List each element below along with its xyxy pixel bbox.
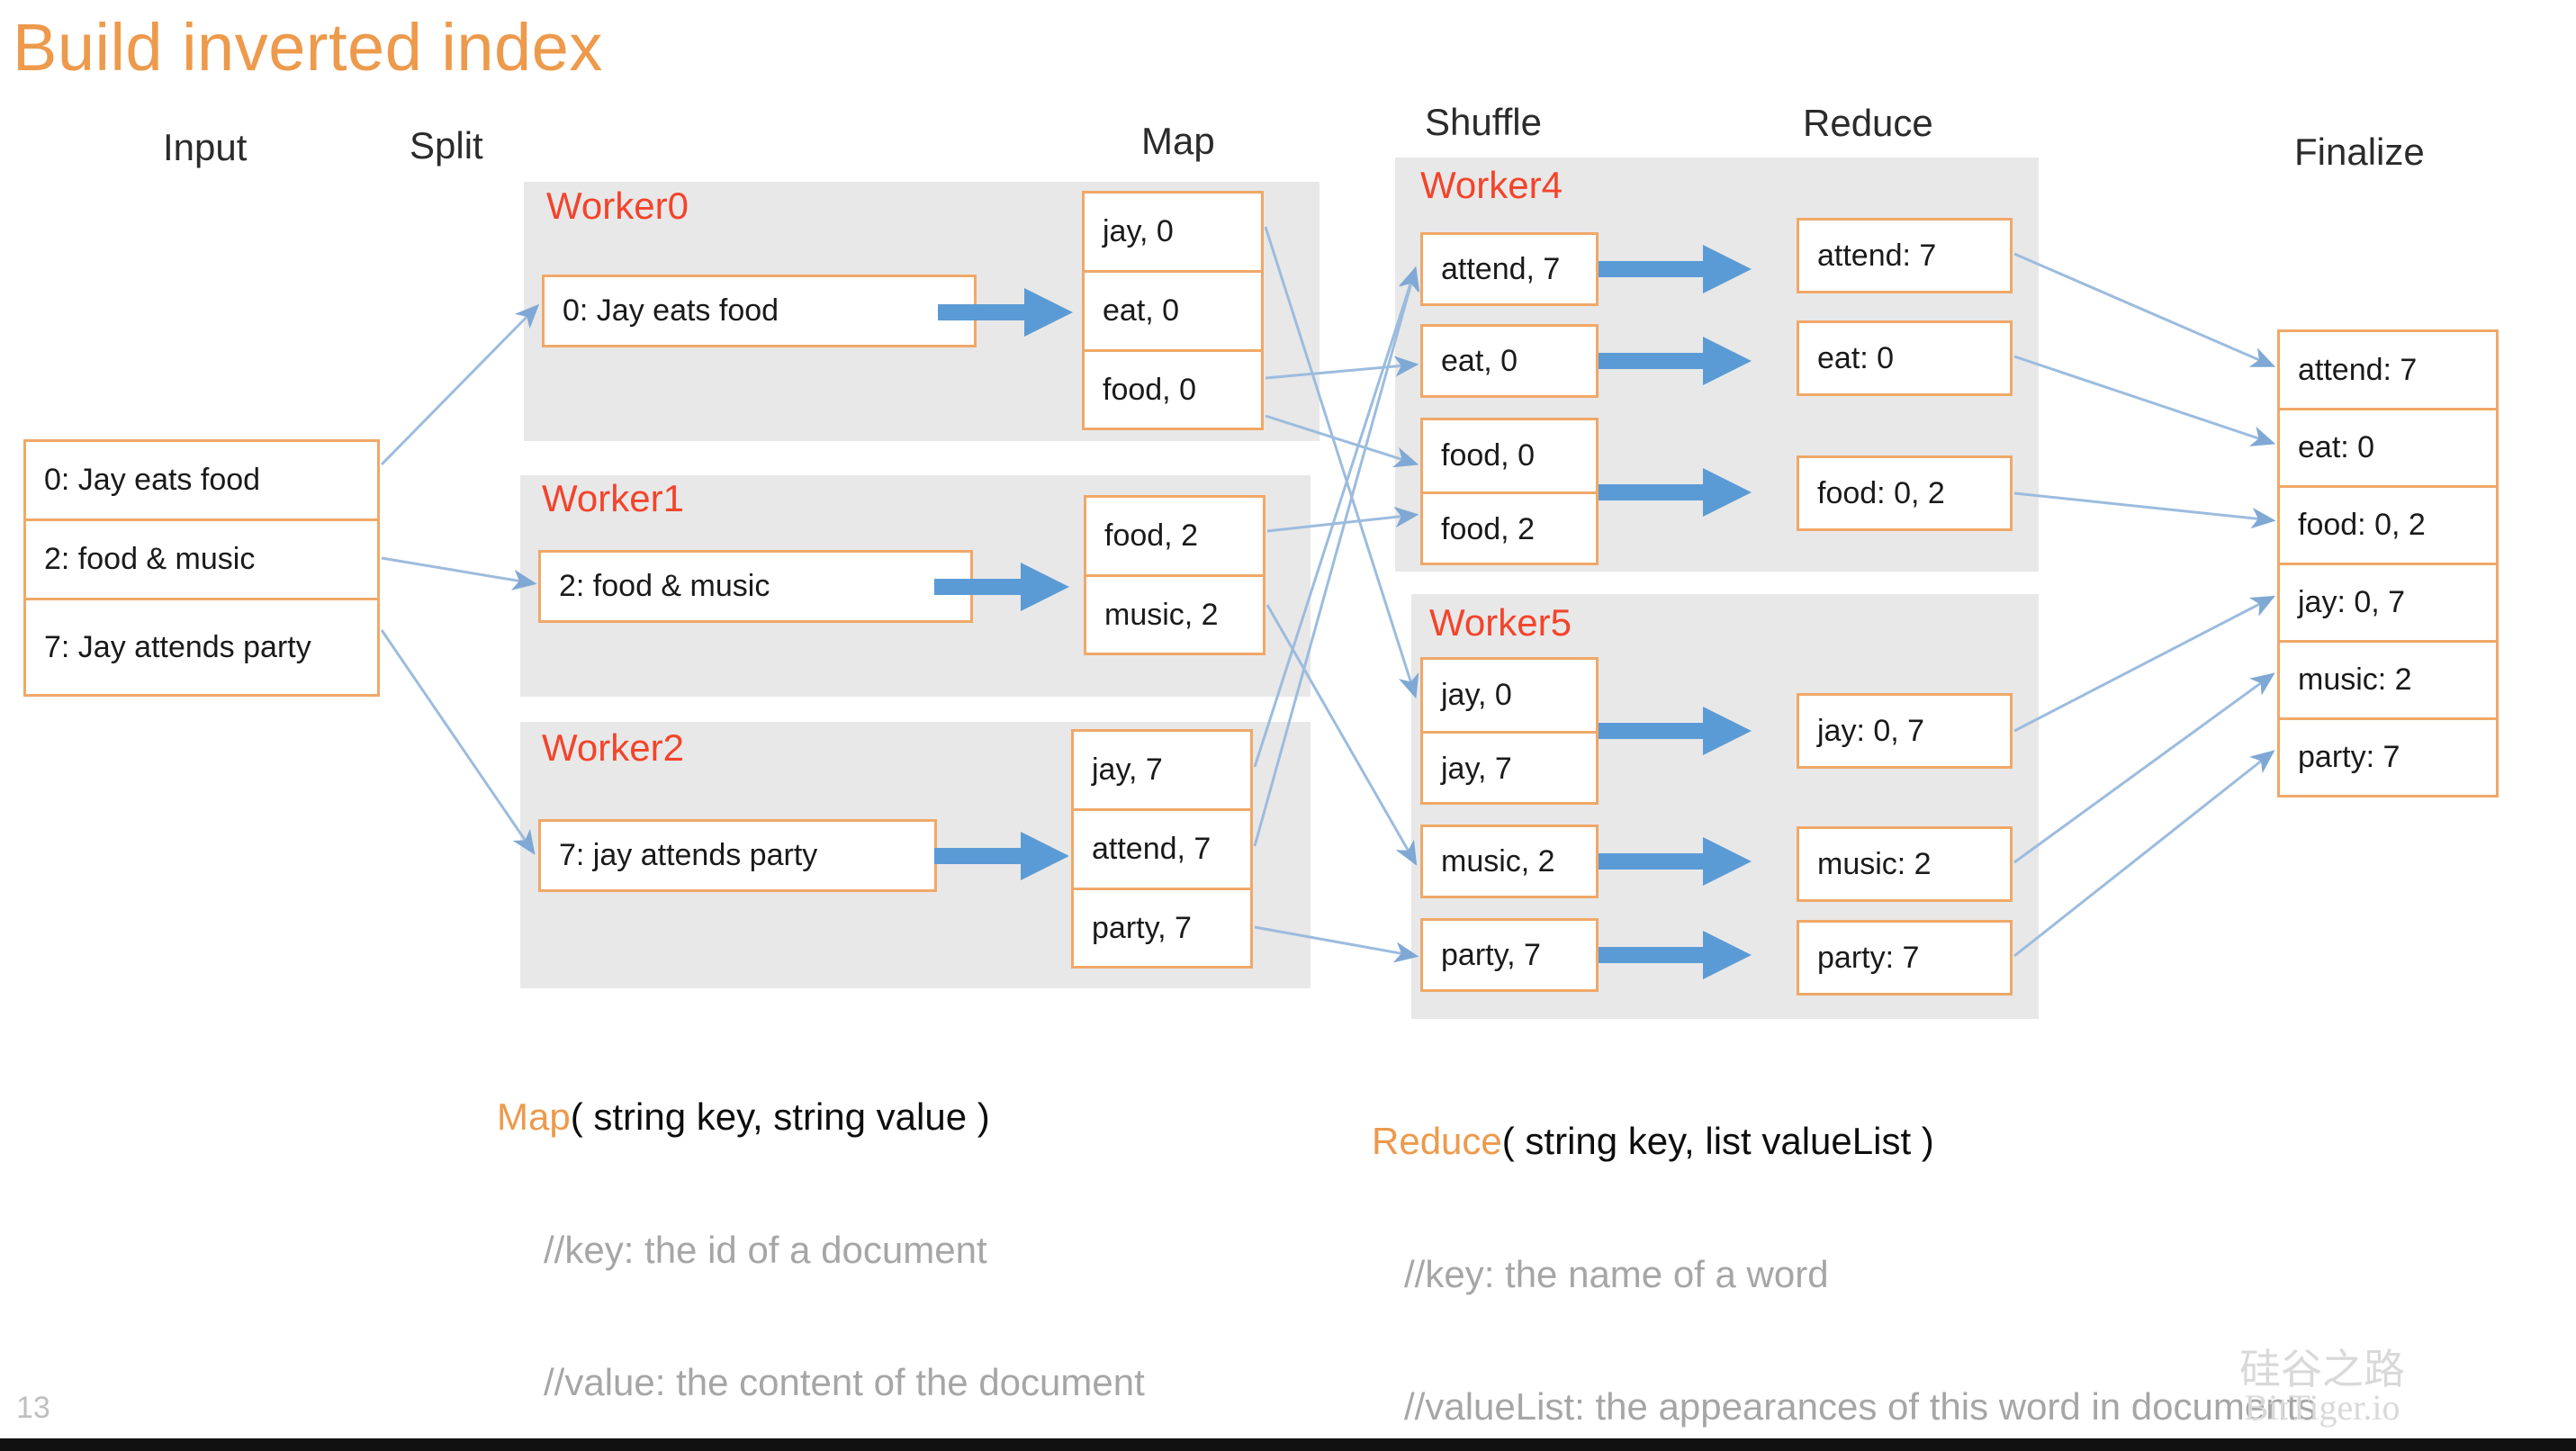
input-document-row[interactable]: 0: Jay eats food	[26, 442, 377, 521]
map-output-pair[interactable]: eat, 0	[1085, 273, 1261, 352]
map-output-stack-worker0: jay, 0 eat, 0 food, 0	[1082, 191, 1264, 430]
column-header-shuffle: Shuffle	[1425, 101, 1542, 143]
shuffle-pair-worker4[interactable]: food, 2	[1441, 511, 1535, 546]
connector-input1-worker1	[381, 556, 537, 590]
connector-eat-to-finalize	[2013, 355, 2276, 446]
shuffle-pair-worker5[interactable]: jay, 7	[1441, 751, 1512, 786]
column-header-split: Split	[410, 124, 483, 167]
watermark-brand: BitTiger.io	[2244, 1387, 2400, 1428]
column-header-input: Input	[163, 126, 248, 168]
split-doc-worker1[interactable]: 2: food & music	[538, 550, 973, 623]
map-pseudocode-signature: Map( string key, string value )	[497, 1095, 1145, 1139]
map-comment-key: //key: the id of a document	[544, 1228, 987, 1271]
connector-input2-worker2	[380, 629, 536, 855]
worker-label-worker5: Worker5	[1429, 601, 1572, 644]
map-output-pair[interactable]: party, 7	[1092, 910, 1192, 945]
connector-party-to-finalize	[2013, 750, 2275, 958]
column-header-reduce: Reduce	[1803, 102, 1933, 144]
shuffle-pair-worker5[interactable]: music, 2	[1420, 825, 1599, 898]
connector-food-to-finalize	[2013, 491, 2276, 529]
map-output-pair[interactable]: music, 2	[1104, 597, 1219, 632]
reduce-comment-key: //key: the name of a word	[1404, 1252, 1829, 1295]
finalize-entry[interactable]: party: 7	[2298, 740, 2400, 774]
connector-music-to-finalize	[2013, 672, 2275, 864]
reduce-pseudocode-signature: Reduce( string key, list valueList )	[1372, 1119, 2316, 1163]
map-signature-args: ( string key, string value )	[570, 1095, 990, 1139]
split-doc-worker2[interactable]: 7: jay attends party	[538, 819, 937, 892]
page-title: Build inverted index	[13, 10, 603, 85]
reduce-result-food[interactable]: food: 0, 2	[1797, 455, 2013, 531]
worker-label-worker1: Worker1	[542, 477, 684, 519]
finalize-index-stack: attend: 7 eat: 0 food: 0, 2 jay: 0, 7 mu…	[2277, 329, 2499, 798]
input-document-row[interactable]: 2: food & music	[26, 521, 377, 600]
reduce-signature-args: ( string key, list valueList )	[1501, 1120, 1934, 1163]
finalize-entry[interactable]: music: 2	[2280, 643, 2496, 720]
map-keyword: Map	[497, 1095, 571, 1139]
map-output-pair[interactable]: food, 2	[1086, 498, 1263, 577]
watermark-chinese: 硅谷之路	[2239, 1345, 2405, 1393]
reduce-result-eat[interactable]: eat: 0	[1797, 320, 2013, 396]
reduce-pseudocode-block: Reduce( string key, list valueList ) //k…	[1372, 1031, 2316, 1451]
finalize-entry[interactable]: jay: 0, 7	[2280, 565, 2496, 643]
reduce-result-music[interactable]: music: 2	[1797, 826, 2013, 902]
shuffle-pair-worker4[interactable]: attend, 7	[1420, 232, 1599, 306]
map-output-pair[interactable]: jay, 0	[1085, 194, 1261, 273]
split-doc-worker0[interactable]: 0: Jay eats food	[542, 275, 977, 347]
map-comment-value: //value: the content of the document	[544, 1361, 1145, 1403]
input-document-stack: 0: Jay eats food 2: food & music 7: Jay …	[23, 439, 380, 697]
reduce-result-attend[interactable]: attend: 7	[1797, 218, 2013, 293]
finalize-entry[interactable]: eat: 0	[2280, 410, 2496, 488]
connector-input0-worker0	[380, 303, 540, 466]
page-number: 13	[16, 1391, 50, 1425]
connector-attend-to-finalize	[2013, 252, 2276, 367]
reduce-keyword: Reduce	[1372, 1120, 1502, 1163]
column-header-finalize: Finalize	[2294, 131, 2425, 173]
shuffle-pair-worker4[interactable]: eat, 0	[1420, 324, 1599, 398]
reduce-comment-valuelist: //valueList: the appearances of this wor…	[1404, 1385, 2317, 1428]
map-output-pair[interactable]: jay, 7	[1074, 732, 1250, 811]
shuffle-pair-worker5[interactable]: jay, 0	[1423, 660, 1596, 734]
worker-label-worker0: Worker0	[546, 185, 689, 227]
reduce-result-party[interactable]: party: 7	[1797, 920, 2013, 996]
finalize-entry[interactable]: food: 0, 2	[2280, 488, 2496, 565]
map-output-stack-worker2: jay, 7 attend, 7 party, 7	[1071, 729, 1253, 969]
map-output-pair[interactable]: food, 0	[1103, 372, 1196, 407]
shuffle-pair-worker5[interactable]: party, 7	[1420, 918, 1599, 992]
finalize-entry[interactable]: attend: 7	[2280, 332, 2496, 410]
worker-label-worker2: Worker2	[542, 726, 684, 769]
shuffle-group-jay-worker5: jay, 0 jay, 7	[1420, 657, 1599, 805]
map-output-pair[interactable]: attend, 7	[1074, 811, 1250, 890]
reduce-result-jay[interactable]: jay: 0, 7	[1797, 693, 2013, 769]
shuffle-group-food-worker4: food, 0 food, 2	[1420, 418, 1599, 565]
map-output-stack-worker1: food, 2 music, 2	[1084, 495, 1265, 655]
shuffle-pair-worker4[interactable]: food, 0	[1423, 420, 1596, 494]
column-header-map: Map	[1141, 120, 1215, 162]
worker-label-worker4: Worker4	[1420, 164, 1563, 206]
input-document-row[interactable]: 7: Jay attends party	[44, 629, 311, 664]
map-pseudocode-block: Map( string key, string value ) //key: t…	[497, 1006, 1145, 1451]
bottom-black-bar	[0, 1438, 2576, 1451]
connector-jay-to-finalize	[2013, 595, 2275, 733]
